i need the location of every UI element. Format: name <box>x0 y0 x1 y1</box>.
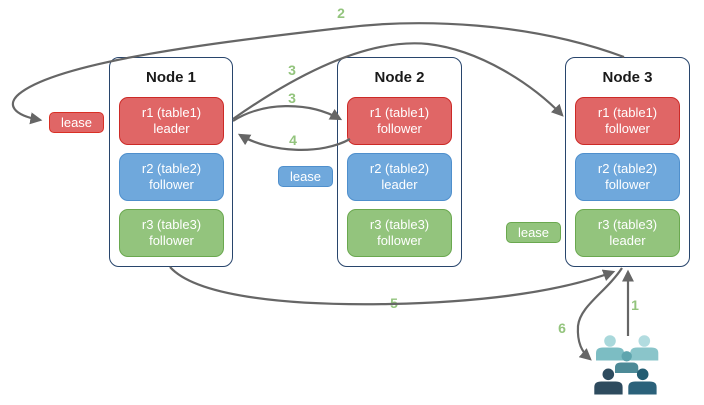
replica-name: r2 (table2) <box>369 161 430 176</box>
arrow-step-3b <box>232 105 343 122</box>
replica-name: r3 (table3) <box>369 217 430 232</box>
lease-tag-table2: lease <box>278 166 333 187</box>
replica-role: follower <box>605 177 650 192</box>
replica-name: r3 (table3) <box>597 217 658 232</box>
step-label-4: 4 <box>289 132 297 148</box>
replica-name: r1 (table1) <box>141 105 202 120</box>
replica-role: follower <box>377 121 422 136</box>
node-3-title: Node 3 <box>602 69 653 86</box>
node-1-replica-r3: r3 (table3) follower <box>119 209 224 257</box>
node-1: Node 1 r1 (table1) leader r2 (table2) fo… <box>109 57 233 267</box>
node-3-replica-r1: r1 (table1) follower <box>575 97 680 145</box>
node-1-replica-r2: r2 (table2) follower <box>119 153 224 201</box>
node-2: Node 2 r1 (table1) follower r2 (table2) … <box>337 57 462 267</box>
replica-role: leader <box>153 121 190 136</box>
node-3-replica-r2: r2 (table2) follower <box>575 153 680 201</box>
node-2-title: Node 2 <box>374 69 425 86</box>
replica-role: follower <box>605 121 650 136</box>
replica-role: leader <box>381 177 418 192</box>
people-group-icon <box>594 335 659 395</box>
node-1-title: Node 1 <box>145 69 196 86</box>
node-3: Node 3 r1 (table1) follower r2 (table2) … <box>565 57 690 267</box>
step-label-5: 5 <box>390 295 398 311</box>
arrow-step-2 <box>11 22 625 125</box>
step-label-6: 6 <box>558 320 566 336</box>
lease-tag-table1: lease <box>49 112 104 133</box>
step-label-3a: 3 <box>288 62 296 78</box>
node-2-replica-r3: r3 (table3) follower <box>347 209 452 257</box>
node-3-replica-r3: r3 (table3) leader <box>575 209 680 257</box>
replica-role: follower <box>149 233 194 248</box>
replica-name: r2 (table2) <box>597 161 658 176</box>
step-label-1: 1 <box>631 297 639 313</box>
step-label-2: 2 <box>337 5 345 21</box>
replica-name: r1 (table1) <box>369 105 430 120</box>
replica-name: r2 (table2) <box>141 161 202 176</box>
replica-role: leader <box>609 233 646 248</box>
replica-role: follower <box>377 233 422 248</box>
lease-tag-table3: lease <box>506 222 561 243</box>
node-2-replica-r2: r2 (table2) leader <box>347 153 452 201</box>
replica-role: follower <box>149 177 194 192</box>
node-1-replica-r1: r1 (table1) leader <box>119 97 224 145</box>
replica-name: r1 (table1) <box>597 105 658 120</box>
node-2-replica-r1: r1 (table1) follower <box>347 97 452 145</box>
step-label-3b: 3 <box>288 90 296 106</box>
replica-name: r3 (table3) <box>141 217 202 232</box>
